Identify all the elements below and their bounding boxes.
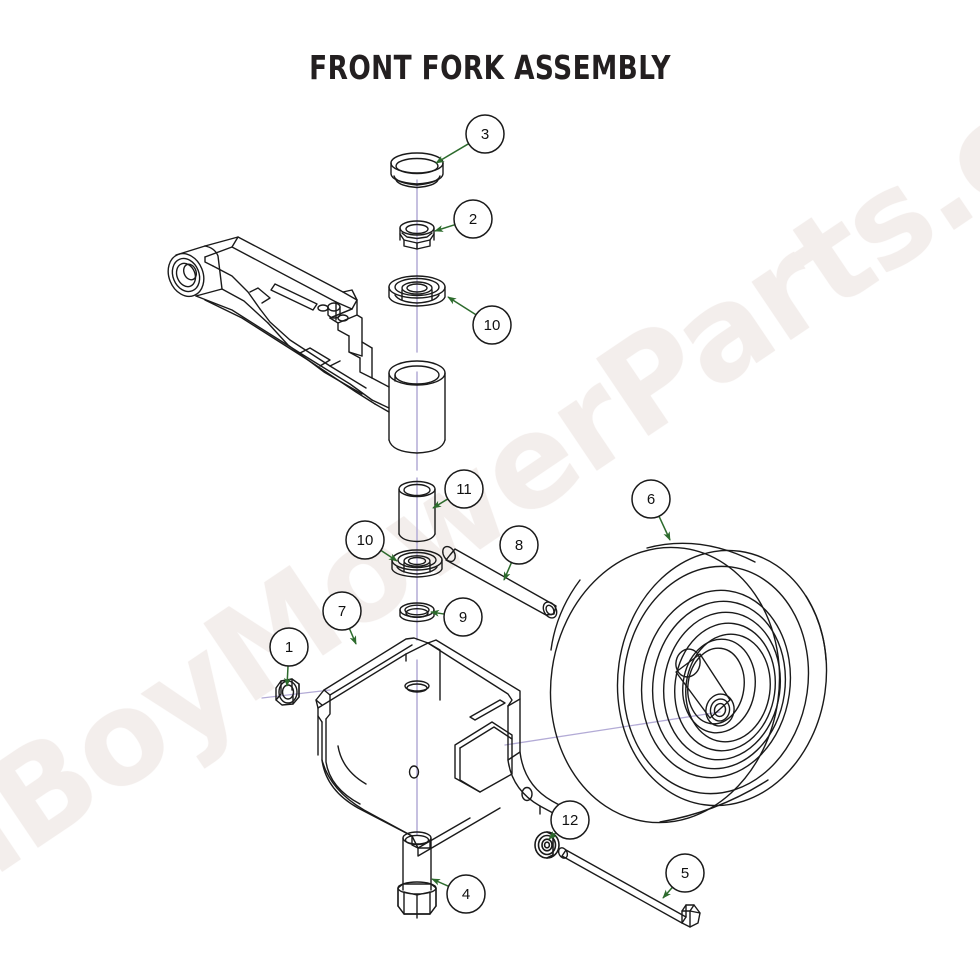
part-lock-nut [399, 220, 435, 250]
callout-bubble-dust-cap[interactable] [465, 114, 505, 154]
callout-number-axle-nut: 12 [562, 812, 579, 829]
callout-leader-3 [435, 143, 470, 164]
page-title: FRONT FORK ASSEMBLY [309, 48, 671, 87]
callout-leader-7 [348, 628, 357, 645]
callout-leader-4 [431, 878, 449, 888]
callout-bubble-washer[interactable] [443, 597, 483, 637]
callout-number-dust-cap: 3 [481, 126, 489, 143]
callout-leader-10 [447, 296, 477, 316]
callout-number-bearing-spacer: 11 [456, 481, 472, 498]
callout-number-upper-bearing: 10 [484, 317, 501, 334]
callout-leader-2 [434, 224, 456, 232]
callout-bubble-bearing-spacer[interactable] [444, 469, 484, 509]
part-upper-bearing [388, 275, 446, 307]
callout-bubble-wheel-and-tire[interactable] [631, 479, 671, 519]
callout-number-lock-nut: 2 [469, 211, 477, 228]
callout-leader-6 [658, 515, 671, 541]
part-axle-nut [534, 831, 560, 859]
part-spacer-tube [442, 545, 558, 619]
callout-leader-12 [548, 831, 558, 840]
callout-bubble-axle-nut[interactable] [550, 800, 590, 840]
callout-bubble-fork-bolt[interactable] [446, 874, 486, 914]
callout-leader-9 [430, 609, 445, 617]
callout-bubble-spacer-tube[interactable] [499, 525, 539, 565]
part-fork-bolt [397, 831, 437, 919]
callout-leader-1 [283, 665, 291, 687]
callout-leader-5 [662, 886, 674, 899]
callout-leader-11 [432, 498, 449, 509]
callout-number-spacer-tube: 8 [515, 537, 523, 554]
part-washer [399, 602, 435, 623]
part-axle-bolt [557, 847, 701, 928]
part-bearing-spacer [398, 480, 436, 543]
callout-bubble-axle-bolt[interactable] [665, 853, 705, 893]
callout-number-nylock-nut: 1 [285, 639, 293, 656]
callout-number-fork-bolt: 4 [462, 886, 470, 903]
centerline-axle [261, 689, 721, 746]
callout-leader-8 [503, 562, 513, 581]
callout-bubble-nylock-nut[interactable] [269, 627, 309, 667]
callout-number-washer: 9 [459, 609, 467, 626]
callout-bubble-upper-bearing[interactable] [472, 305, 512, 345]
callout-number-wheel-and-tire: 6 [647, 491, 655, 508]
callout-number-axle-bolt: 5 [681, 865, 689, 882]
callout-bubble-caster-yoke[interactable] [322, 591, 362, 631]
callout-number-lower-bearing: 10 [357, 532, 374, 549]
callout-bubble-lower-bearing[interactable] [345, 520, 385, 560]
part-caster-yoke [315, 637, 573, 857]
part-wheel [549, 542, 828, 824]
callout-leader-10 [380, 549, 398, 562]
callout-number-caster-yoke: 7 [338, 603, 346, 620]
callout-bubble-lock-nut[interactable] [453, 199, 493, 239]
part-caster-arm [167, 236, 446, 454]
